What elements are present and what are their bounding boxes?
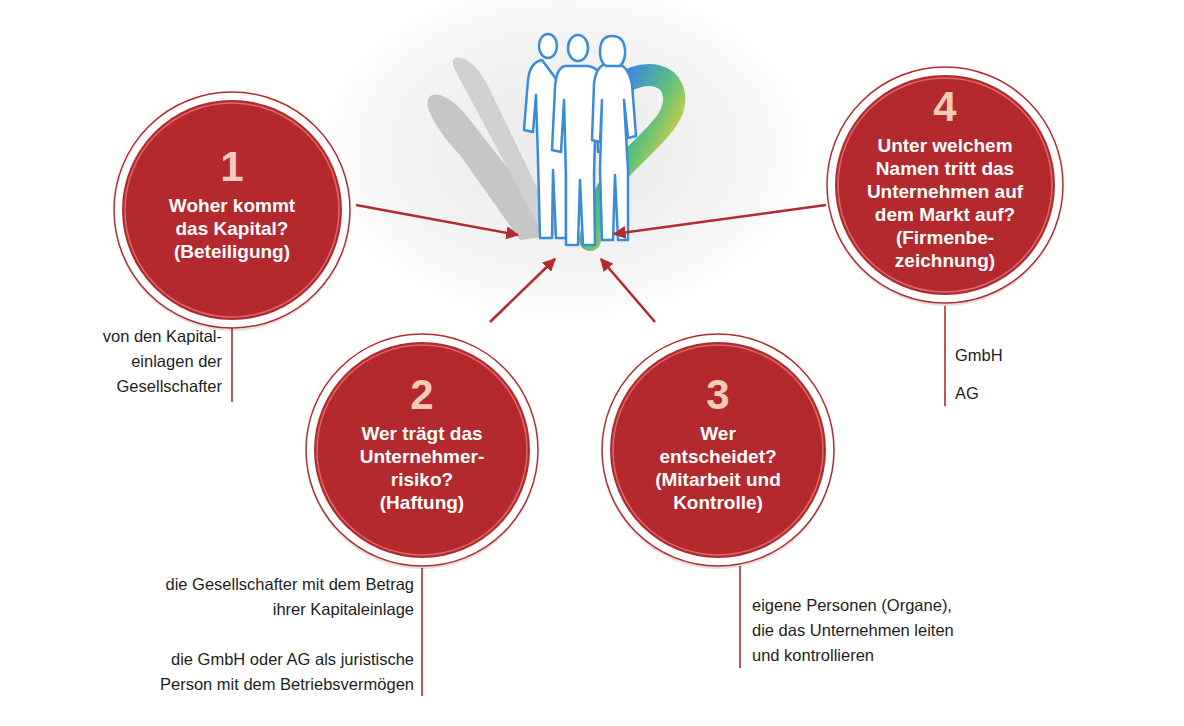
circle-inner-ring [317, 345, 527, 555]
answer-text: AG [955, 381, 1075, 406]
question-circle: 3Wer entscheidet? (Mitarbeit und Kontrol… [600, 332, 836, 568]
person-figure [592, 64, 636, 240]
circle-ring [114, 92, 350, 328]
leader-line [231, 322, 233, 402]
circle-inner-ring [125, 103, 339, 317]
person-head [568, 35, 588, 61]
person-head [539, 34, 557, 58]
question-circle: 1Woher kommt das Kapital? (Beteiligung) [112, 90, 352, 330]
question-circle: 4Unter welchem Namen tritt das Unternehm… [825, 65, 1065, 305]
leader-line [944, 306, 946, 406]
question-text: Wer entscheidet? (Mitarbeit und Kontroll… [647, 422, 789, 514]
circle-ring [306, 334, 538, 566]
arrow [614, 205, 826, 234]
callout-number: 2 [410, 372, 433, 418]
callout-number: 1 [220, 144, 243, 190]
background-glow [315, 0, 815, 325]
answer-text: die GmbH oder AG als juristische Person … [150, 647, 414, 697]
question-text: Wer trägt das Unternehmer- risiko? (Haft… [351, 422, 493, 514]
circle-fill [122, 100, 342, 320]
callout-number: 3 [706, 372, 729, 418]
answer-text: von den Kapital- einlagen der Gesellscha… [82, 324, 222, 399]
question-circle: 2Wer trägt das Unternehmer- risiko? (Haf… [304, 332, 540, 568]
callout-number: 4 [933, 84, 956, 130]
circle-inner-ring [838, 78, 1052, 292]
answer-text: die Gesellschafter mit dem Betrag ihrer … [150, 572, 414, 622]
circle-ring [827, 67, 1063, 303]
arrow [356, 205, 518, 235]
circle-fill [314, 342, 530, 558]
leader-line [739, 566, 741, 668]
leader-line [421, 568, 423, 696]
question-text: Woher kommt das Kapital? (Beteiligung) [167, 194, 297, 263]
arrow [601, 259, 655, 322]
question-text: Unter welchem Namen tritt das Unternehme… [863, 134, 1027, 272]
person-head [600, 36, 625, 66]
answer-text: eigene Personen (Organe), die das Untern… [752, 593, 970, 668]
circle-ring [602, 334, 834, 566]
circle-fill [835, 75, 1055, 295]
answer-text: GmbH [955, 343, 1075, 368]
circle-inner-ring [613, 345, 823, 555]
arrow [490, 259, 555, 322]
circle-fill [610, 342, 826, 558]
